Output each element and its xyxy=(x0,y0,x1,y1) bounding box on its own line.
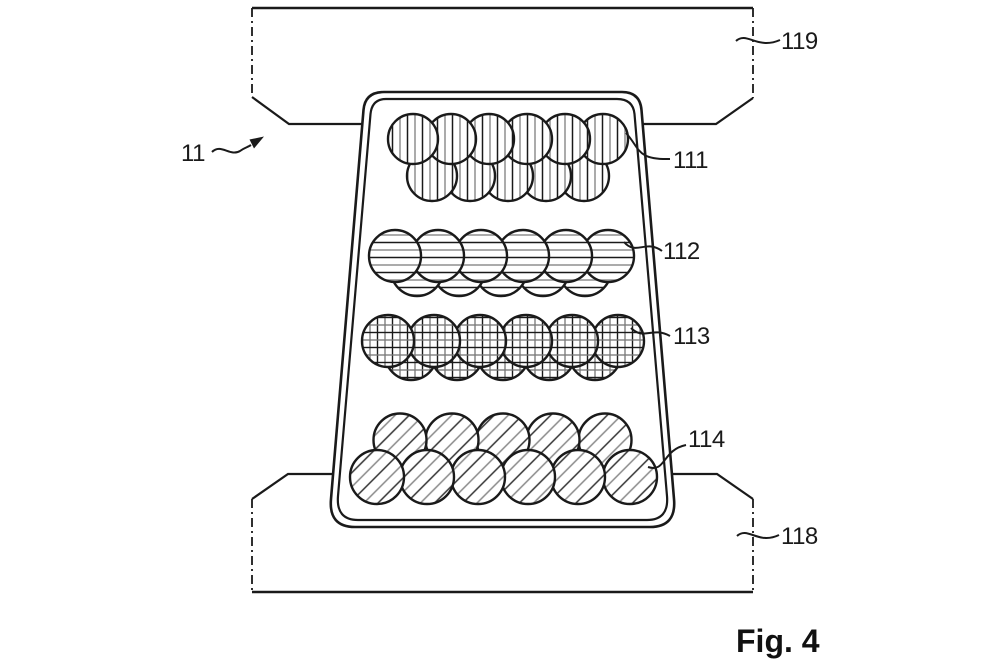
conductor xyxy=(590,313,646,369)
bottom-region-left-notch xyxy=(251,472,336,500)
conductor xyxy=(398,448,456,506)
top-region-left-notch xyxy=(251,96,364,126)
top-region-outline xyxy=(251,6,754,126)
leader-11 xyxy=(211,144,252,154)
conductor xyxy=(386,112,440,166)
leader-112 xyxy=(623,241,663,252)
leader-111 xyxy=(625,132,671,161)
winding-row-111 xyxy=(386,112,630,203)
conductor xyxy=(406,313,462,369)
slot-inner-wall xyxy=(336,97,669,522)
leader-118 xyxy=(736,532,780,539)
conductor xyxy=(452,313,508,369)
leader-119 xyxy=(735,37,781,44)
winding-row-114 xyxy=(348,412,659,506)
arrowhead-11 xyxy=(249,136,264,149)
ref-label-113: 113 xyxy=(673,323,710,350)
conductor xyxy=(499,448,557,506)
bottom-region-right-notch xyxy=(673,472,754,500)
figure-caption: Fig. 4 xyxy=(736,623,820,659)
ref-label-119: 119 xyxy=(781,28,818,55)
leader-113 xyxy=(630,327,671,337)
conductor xyxy=(549,448,607,506)
conductor xyxy=(601,448,659,506)
conductor-rows xyxy=(348,112,659,506)
ref-label-118: 118 xyxy=(781,523,818,550)
top-region-right-notch xyxy=(640,97,754,126)
winding-row-112 xyxy=(367,228,636,298)
conductor xyxy=(449,448,507,506)
conductor xyxy=(360,313,416,369)
conductor xyxy=(544,313,600,369)
leader-114 xyxy=(647,444,687,469)
bottom-region-outline xyxy=(251,472,754,594)
leader-lines xyxy=(211,37,781,539)
ref-label-112: 112 xyxy=(663,238,700,265)
conductor xyxy=(498,313,554,369)
ref-label-114: 114 xyxy=(688,426,725,453)
conductor xyxy=(348,448,406,506)
ref-label-111: 111 xyxy=(673,147,708,174)
ref-label-11: 11 xyxy=(181,140,205,167)
winding-row-113 xyxy=(360,313,646,382)
conductor xyxy=(367,228,423,284)
